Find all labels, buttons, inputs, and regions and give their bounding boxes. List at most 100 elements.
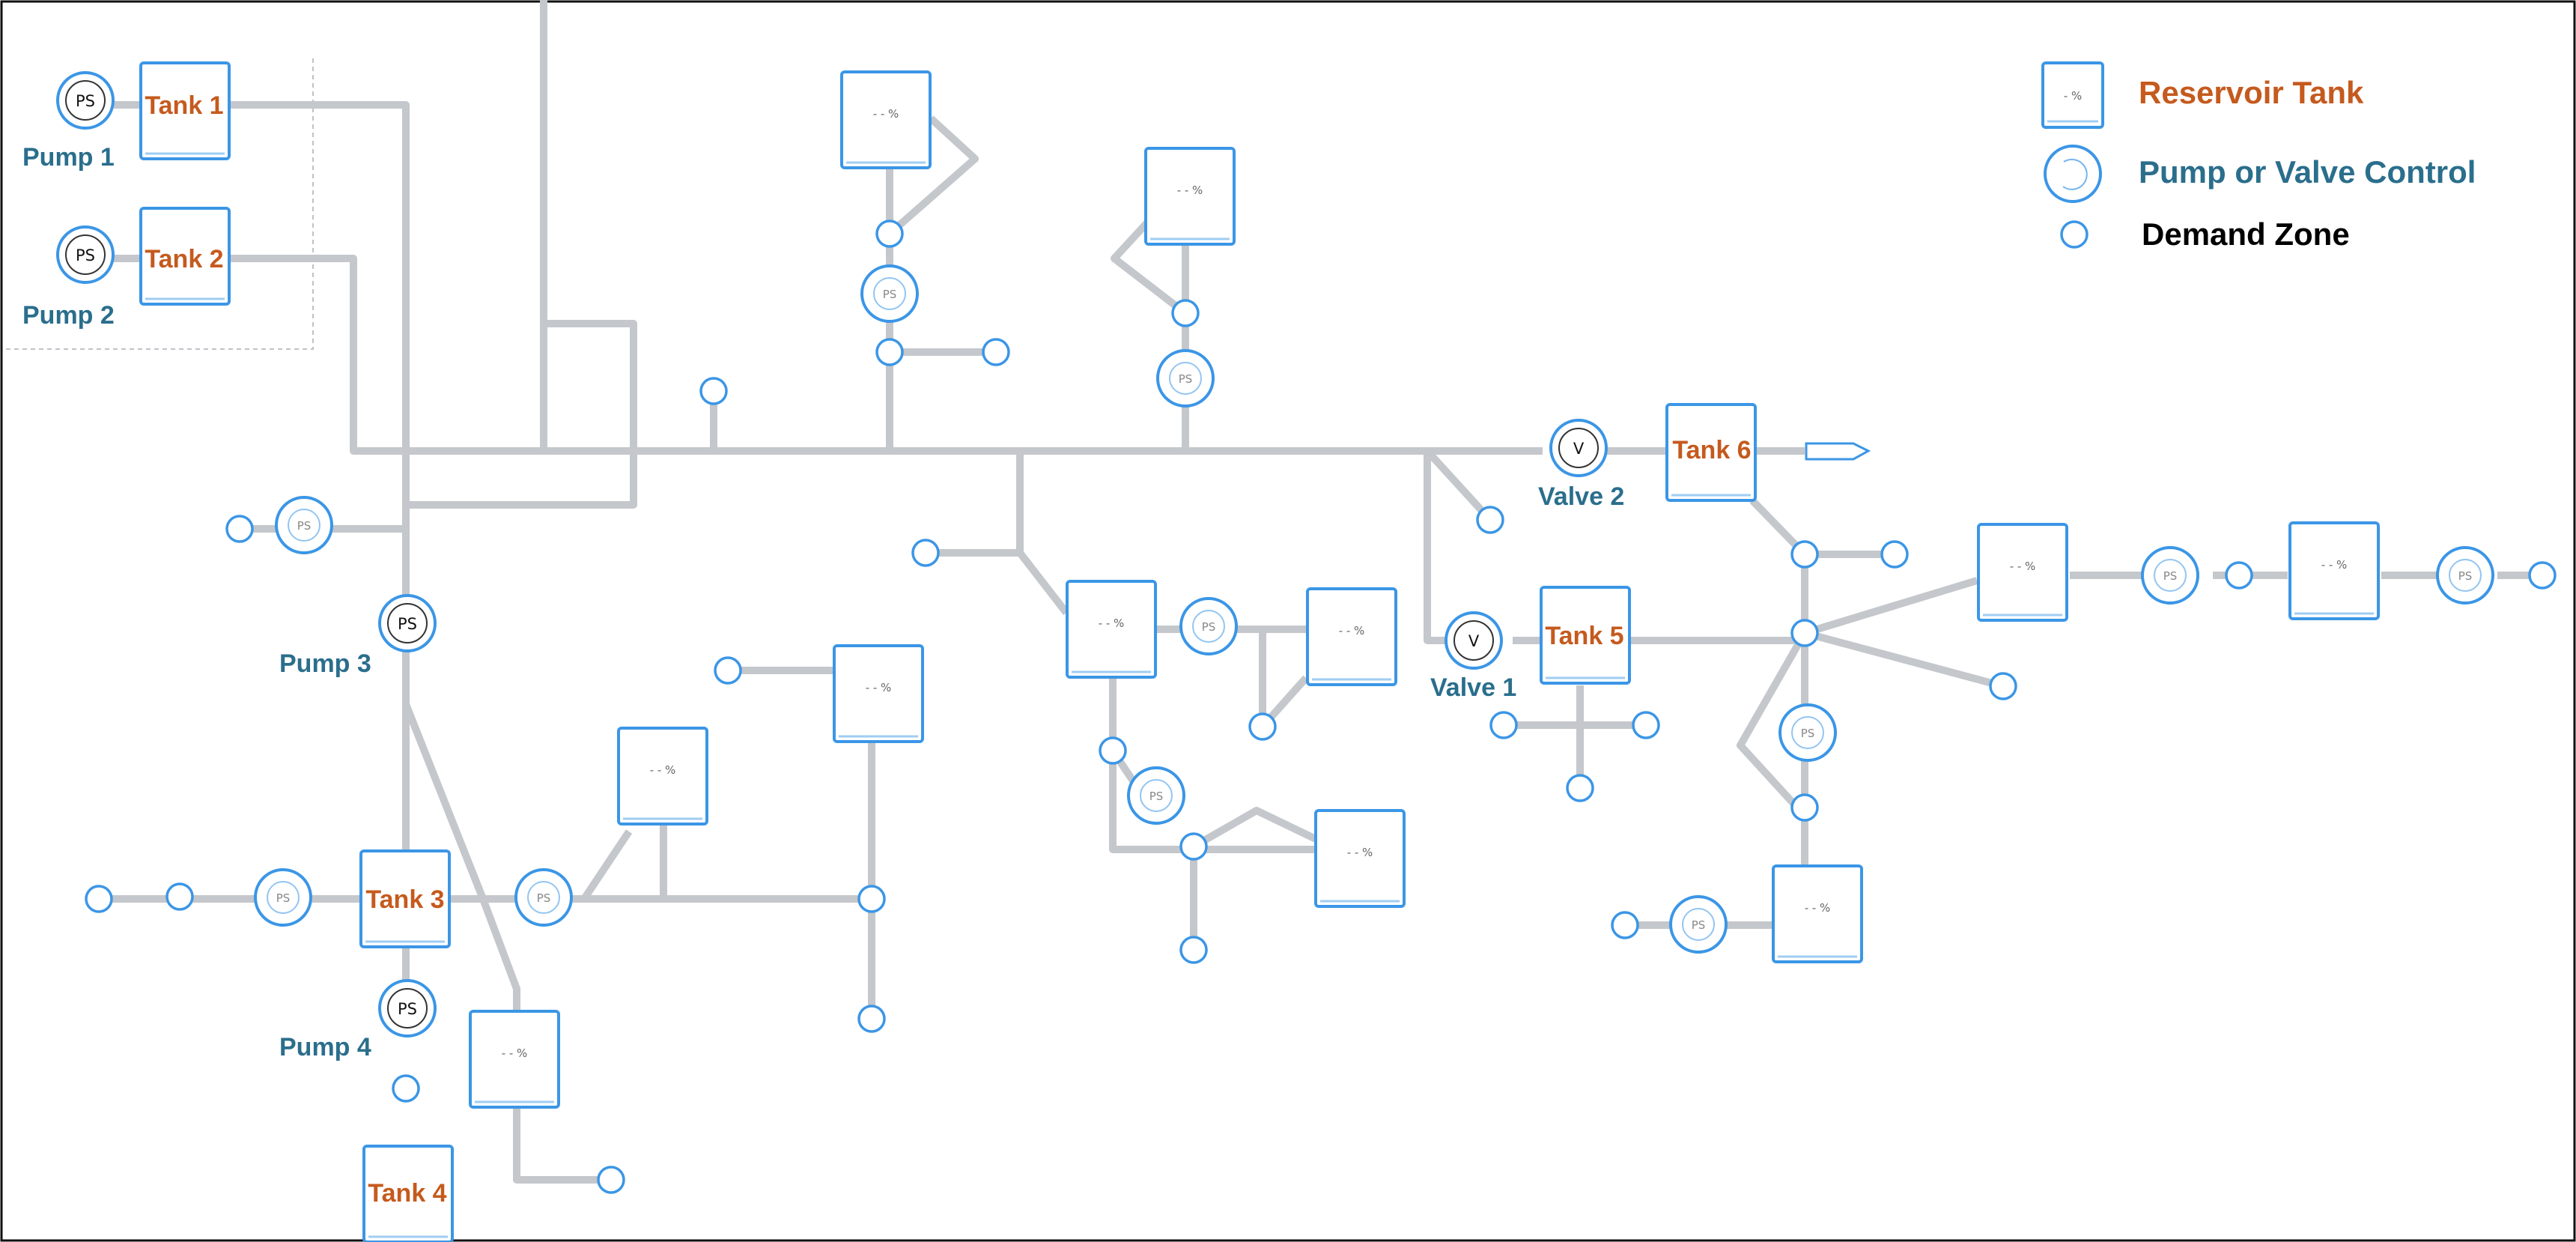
demand-zone[interactable] [1790, 540, 1819, 569]
pump-station-symbol-text: PS [2163, 569, 2178, 583]
demand-zone[interactable] [1880, 540, 1909, 569]
pump-station-symbol-text: PS [1149, 790, 1164, 803]
demand-zone[interactable] [982, 338, 1010, 366]
demand-zone[interactable] [2225, 561, 2253, 590]
legend-demand-zone: Demand Zone [2142, 216, 2350, 252]
demand-zone[interactable] [1099, 736, 1127, 765]
demand-zone[interactable] [1632, 711, 1660, 739]
pump-station-symbol-text: PS [76, 246, 95, 264]
pump-1-control[interactable]: PS [56, 71, 115, 130]
tank-3-label: Tank 3 [365, 885, 444, 914]
reservoir-tank-c[interactable]: - - % [617, 727, 708, 826]
tank-level-text: - - % [1177, 184, 1203, 197]
reservoir-tank-f[interactable]: - - % [1306, 587, 1397, 686]
demand-zone[interactable] [1489, 711, 1518, 739]
tank-6-label: Tank 6 [1672, 436, 1751, 464]
pump-control[interactable]: PS [275, 496, 333, 554]
demand-zone[interactable] [857, 1005, 886, 1033]
demand-zone[interactable] [85, 885, 113, 913]
pump-control[interactable]: PS [860, 264, 919, 323]
pump-control[interactable]: PS [1669, 895, 1728, 954]
pump-control[interactable]: PS [1127, 766, 1185, 825]
reservoir-tank-e[interactable]: - - % [1066, 580, 1157, 679]
reservoir-tank-i[interactable]: - - % [1772, 864, 1863, 963]
tank-6[interactable] [1665, 403, 1757, 502]
reservoir-tank-d[interactable]: - - % [833, 644, 924, 743]
demand-zone[interactable] [857, 885, 886, 913]
reservoir-tank-k[interactable]: - - % [2288, 521, 2380, 620]
pump-control[interactable]: PS [514, 868, 573, 927]
valve-1-control[interactable]: V [1445, 611, 1503, 670]
reservoir-tank-h[interactable]: - - % [469, 1010, 560, 1109]
demand-zone[interactable] [1179, 832, 1208, 861]
tank-4[interactable] [362, 1145, 454, 1242]
legend: - % Reservoir Tank Pump or Valve Control… [2041, 61, 2476, 252]
demand-zone[interactable] [875, 338, 904, 366]
demand-zone[interactable] [225, 515, 254, 543]
demand-zone[interactable] [597, 1166, 625, 1194]
pump-4-control[interactable]: PS [378, 979, 437, 1037]
tank-level-text: - - % [1805, 901, 1831, 915]
pump-control[interactable]: PS [1778, 703, 1837, 762]
tank-1[interactable] [139, 61, 231, 160]
pump-station-symbol-text: PS [883, 288, 897, 301]
pump-control[interactable]: PS [254, 868, 312, 927]
legend-pump-or-valve-control: Pump or Valve Control [2139, 154, 2476, 190]
valve-1-label: Valve 1 [1430, 673, 1516, 702]
demand-zone[interactable] [1179, 936, 1208, 964]
tank-level-text: - - % [650, 763, 676, 777]
pump-3-label: Pump 3 [279, 649, 371, 678]
demand-zone[interactable] [1566, 774, 1594, 802]
pump-station-symbol-text: PS [2458, 569, 2473, 583]
reservoir-tank-g[interactable]: - - % [1314, 809, 1406, 908]
demand-zone[interactable] [165, 882, 194, 911]
valve-2-label: Valve 2 [1538, 482, 1624, 511]
valve-symbol-text: V [1573, 440, 1585, 458]
pump-control[interactable]: PS [1179, 597, 1238, 655]
demand-zone[interactable] [699, 377, 728, 405]
legend-control-icon [2044, 145, 2102, 203]
tank-level-text: - - % [1339, 624, 1365, 637]
reservoir-tank-a[interactable]: - - % [840, 70, 932, 169]
tank-level-text: - - % [1099, 617, 1125, 630]
legend-demand-zone-icon [2060, 220, 2089, 249]
demand-zone[interactable] [1248, 712, 1277, 741]
demand-zone[interactable] [2528, 561, 2557, 590]
pump-station-symbol-text: PS [1801, 727, 1815, 740]
pump-control[interactable]: PS [2141, 546, 2199, 605]
tank-level-text: - - % [2321, 558, 2348, 572]
tank-level-text: - - % [1347, 846, 1373, 859]
tank-level-text: - - % [2010, 560, 2036, 573]
legend-tank-icon-text: - % [2064, 89, 2082, 103]
demand-zone[interactable] [714, 656, 742, 685]
tank-level-text: - - % [866, 681, 892, 694]
demand-zone[interactable] [392, 1074, 420, 1103]
tank-level-text: - - % [873, 107, 899, 121]
valve-symbol-text: V [1468, 632, 1480, 650]
tank-1-label: Tank 1 [145, 91, 223, 120]
outflow-arrow-icon [1805, 442, 1871, 461]
pump-2-control[interactable]: PS [56, 225, 115, 284]
legend-reservoir-tank: Reservoir Tank [2139, 75, 2364, 110]
demand-zone[interactable] [1790, 619, 1819, 647]
tank-3[interactable] [359, 849, 451, 948]
demand-zone[interactable] [1611, 911, 1639, 939]
demand-zone[interactable] [1790, 793, 1819, 822]
demand-zone[interactable] [1171, 299, 1200, 327]
tank-5[interactable] [1540, 586, 1631, 685]
reservoir-tank-j[interactable]: - - % [1977, 523, 2068, 622]
pump-station-symbol-text: PS [1692, 918, 1706, 932]
pump-control[interactable]: PS [2436, 546, 2494, 605]
pump-control[interactable]: PS [1156, 349, 1215, 408]
tank-2[interactable] [139, 207, 231, 306]
reservoir-tank-b[interactable]: - - % [1144, 147, 1236, 246]
demand-zone[interactable] [875, 219, 904, 248]
pump-2-label: Pump 2 [22, 301, 115, 330]
demand-zone[interactable] [1476, 506, 1504, 534]
valve-2-control[interactable]: V [1549, 419, 1608, 477]
demand-zone[interactable] [911, 539, 940, 567]
demand-zone[interactable] [1989, 672, 2017, 700]
pump-3-control[interactable]: PS [378, 594, 437, 652]
